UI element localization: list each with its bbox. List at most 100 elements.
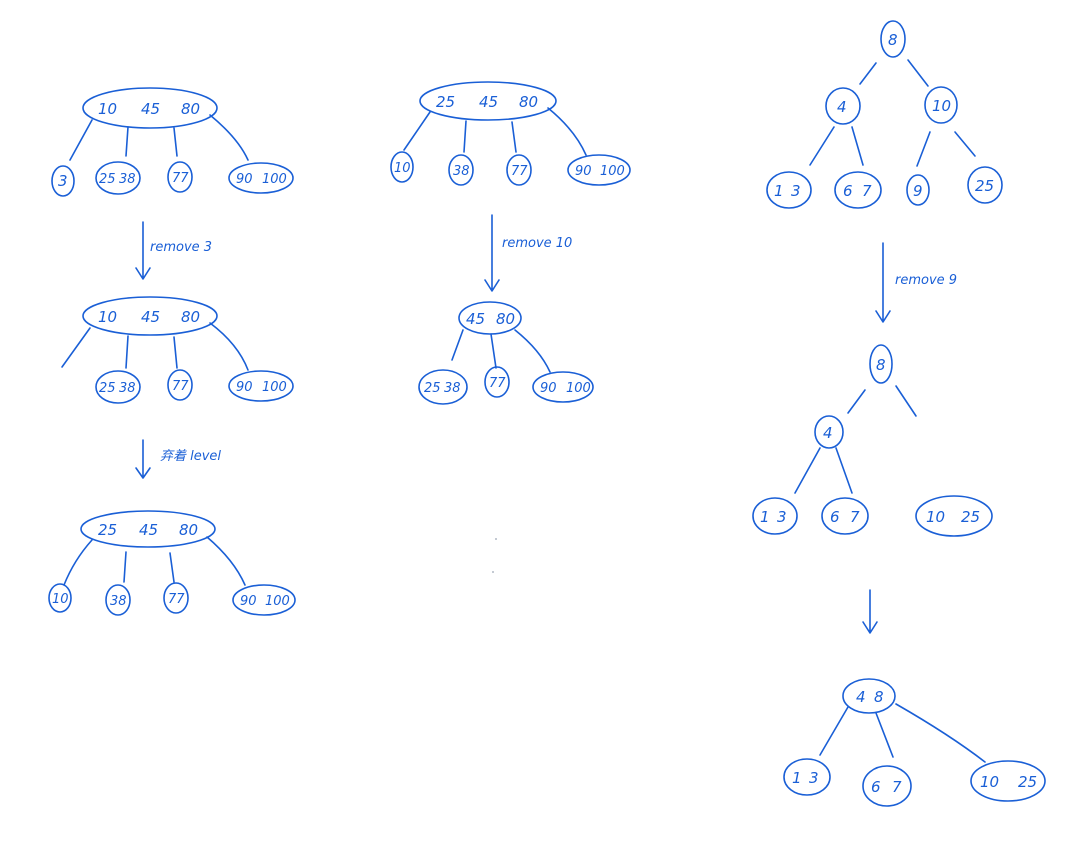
node-key: 8 [888, 31, 898, 49]
child-node [163, 582, 189, 614]
edge [547, 107, 587, 156]
node-key: 38 [444, 381, 461, 396]
child-node [167, 161, 193, 193]
edge [835, 447, 853, 494]
down-arrow-icon [135, 221, 151, 280]
root-node [82, 296, 218, 336]
child-node [167, 369, 193, 401]
down-arrow-icon [862, 589, 878, 634]
node-key: 25 [98, 521, 117, 539]
node-key: 3 [58, 172, 68, 190]
child-node [418, 369, 468, 405]
child-node [506, 154, 532, 186]
edge [169, 552, 175, 583]
node-key: 45 [466, 310, 485, 328]
node-key: 8 [876, 356, 886, 374]
node-key: 6 [843, 182, 853, 200]
down-arrow-icon [875, 242, 891, 323]
edge [847, 389, 866, 414]
node-key: 10 [98, 100, 117, 118]
right-tree-b: 8 4 1 3 6 7 10 25 [752, 344, 993, 537]
right-arrow-b [862, 589, 878, 634]
edge [206, 536, 246, 586]
leaf-node [783, 758, 831, 796]
root-node [842, 678, 896, 714]
edge [954, 131, 976, 157]
node-key: 38 [119, 381, 136, 396]
edge [794, 447, 821, 494]
root-node [80, 510, 216, 548]
node-key: 80 [496, 310, 515, 328]
edge [809, 126, 835, 166]
middle-tree-a: 25 45 80 10 38 77 90 100 [390, 81, 631, 186]
node-key: 38 [453, 164, 470, 179]
node-key: 90 [236, 172, 253, 187]
node-key: 4 [823, 424, 833, 442]
right-tree-a: 8 4 10 1 3 6 7 9 25 [766, 20, 1003, 209]
node-key: 4 [837, 98, 847, 116]
arrow-label: remove 3 [150, 240, 212, 255]
root-node [869, 344, 893, 384]
middle-arrow-a: remove 10 [484, 214, 572, 292]
node-key: 77 [168, 592, 185, 607]
node-key: 100 [566, 381, 591, 396]
middle-tree-b: 45 80 25 38 77 90 100 [418, 301, 594, 405]
leaf-node [967, 166, 1003, 204]
node-key: 90 [236, 380, 253, 395]
edge [63, 539, 93, 586]
stray-dot [492, 571, 494, 573]
node-key: 100 [600, 164, 625, 179]
edge [173, 127, 178, 157]
inner-node [924, 86, 958, 124]
node-key: 6 [830, 508, 840, 526]
node-key: 25 [436, 93, 455, 111]
arrow-label: remove 10 [502, 236, 572, 251]
child-node [228, 162, 294, 194]
node-key: 25 [961, 508, 980, 526]
edge [511, 121, 517, 153]
child-node [567, 154, 631, 186]
node-key: 38 [110, 594, 127, 609]
node-key: 10 [926, 508, 945, 526]
edge [209, 322, 249, 371]
edge [123, 551, 127, 583]
root-node [458, 301, 522, 335]
down-arrow-icon [484, 214, 500, 292]
leaf-node [752, 497, 798, 535]
node-key: 3 [777, 508, 787, 526]
left-tree-b: 10 45 80 25 38 77 90 100 [61, 296, 294, 404]
leaf-node [862, 765, 912, 807]
node-key: 90 [240, 594, 257, 609]
edge [907, 59, 929, 87]
child-node [95, 161, 141, 195]
edge [463, 120, 467, 153]
leaf-node [970, 760, 1046, 802]
node-key: 77 [172, 379, 189, 394]
root-node [880, 20, 906, 58]
left-tree-a: 10 45 80 3 25 38 77 90 100 [51, 87, 294, 197]
leaf-node [766, 171, 812, 209]
child-node [232, 584, 296, 616]
node-key: 25 [1018, 773, 1037, 791]
edge [895, 703, 986, 763]
edge [859, 62, 877, 85]
left-tree-c: 25 45 80 10 38 77 90 100 [48, 510, 296, 616]
empty-edge [61, 327, 91, 368]
node-key: 1 [774, 182, 784, 200]
edge [819, 706, 849, 756]
child-node [228, 370, 294, 402]
node-key: 45 [141, 308, 160, 326]
node-key: 25 [975, 177, 994, 195]
root-node [82, 87, 218, 129]
root-node [419, 81, 557, 121]
edge [125, 335, 129, 369]
node-key: 45 [479, 93, 498, 111]
edge [451, 329, 464, 361]
node-key: 10 [980, 773, 999, 791]
edge [69, 119, 93, 161]
node-key: 45 [139, 521, 158, 539]
child-node [95, 370, 141, 404]
node-key: 25 [424, 381, 441, 396]
